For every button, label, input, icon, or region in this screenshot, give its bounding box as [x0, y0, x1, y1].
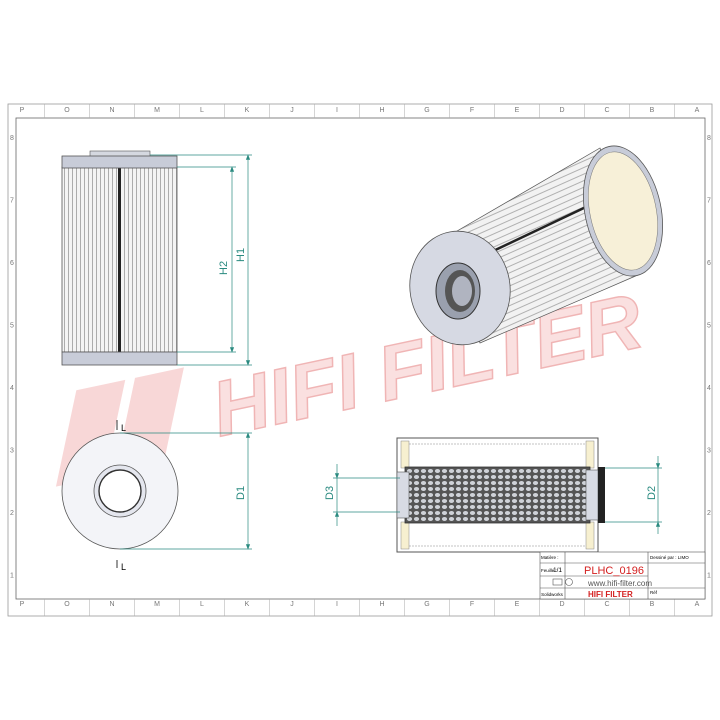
- row-label: 6: [707, 260, 711, 267]
- column-label: F: [470, 107, 474, 114]
- row-label: 2: [10, 510, 14, 517]
- column-label: G: [424, 601, 429, 608]
- brand-name: HIFI FILTER: [588, 590, 633, 599]
- dimension-label-h2: H2: [218, 261, 230, 275]
- section-mark-bottom: L: [121, 562, 126, 572]
- column-label: I: [336, 107, 338, 114]
- column-label: M: [154, 601, 160, 608]
- dimension-h1-h2: [150, 154, 252, 366]
- ref-label: Réf: [650, 590, 658, 595]
- column-label: O: [64, 601, 70, 608]
- row-label: 3: [707, 448, 711, 455]
- column-label: I: [336, 601, 338, 608]
- part-number: PLHC_0196: [584, 565, 644, 577]
- column-label: G: [424, 107, 429, 114]
- feuille-label: Feuille :: [541, 568, 557, 573]
- column-label: J: [290, 601, 294, 608]
- designed-by: Dessiné par : LIMO: [650, 555, 689, 560]
- row-label: 1: [707, 573, 711, 580]
- row-label: 2: [707, 510, 711, 517]
- dimension-label-d2: D2: [646, 486, 658, 500]
- isometric-view: [409, 145, 664, 346]
- column-label: M: [154, 107, 160, 114]
- column-label: K: [245, 601, 250, 608]
- column-label: P: [20, 107, 25, 114]
- front-view: [61, 150, 178, 366]
- dimension-d1: [120, 432, 252, 550]
- row-label: 4: [10, 385, 14, 392]
- row-label: 4: [707, 385, 711, 392]
- section-mark-top: L: [121, 423, 126, 433]
- dimension-label-h1: H1: [235, 248, 247, 262]
- row-labels: 8 8 7 7 6 6 5 5 4 4 3 3 2 2 1 1: [10, 135, 711, 580]
- row-label: 7: [10, 198, 14, 205]
- dimension-label-d3: D3: [324, 486, 336, 500]
- column-label: D: [559, 107, 564, 114]
- row-label: 6: [10, 260, 14, 267]
- column-label: D: [559, 601, 564, 608]
- row-label: 8: [707, 135, 711, 142]
- column-label: K: [245, 107, 250, 114]
- row-label: 5: [10, 323, 14, 330]
- column-label: E: [515, 601, 520, 608]
- section-view: [396, 437, 605, 553]
- column-label: F: [470, 601, 474, 608]
- website: www.hifi-filter.com: [587, 579, 652, 588]
- column-label: P: [20, 601, 25, 608]
- column-label: O: [64, 107, 70, 114]
- dimension-d2-d3: [333, 456, 662, 534]
- row-label: 1: [10, 573, 14, 580]
- column-label: B: [650, 107, 655, 114]
- column-label: C: [604, 601, 609, 608]
- row-label: 7: [707, 198, 711, 205]
- column-label: C: [604, 107, 609, 114]
- software-label: Solidworks: [541, 592, 564, 597]
- column-label: H: [379, 601, 384, 608]
- row-label: 8: [10, 135, 14, 142]
- column-label: A: [695, 601, 700, 608]
- column-label: L: [200, 107, 204, 114]
- column-label: H: [379, 107, 384, 114]
- title-block: [539, 551, 706, 600]
- feuille-value: 1/1: [553, 567, 562, 574]
- row-label: 3: [10, 448, 14, 455]
- row-label: 5: [707, 323, 711, 330]
- dimension-label-d1: D1: [235, 486, 247, 500]
- end-view: [61, 420, 179, 568]
- column-labels: P P O O N N M M L L K K J J I I H H G G F F E E D D C C B B A A: [20, 104, 700, 616]
- sheet-frame: [7, 103, 713, 617]
- column-label: N: [109, 601, 114, 608]
- column-label: E: [515, 107, 520, 114]
- column-label: L: [200, 601, 204, 608]
- column-label: J: [290, 107, 294, 114]
- column-label: B: [650, 601, 655, 608]
- column-label: N: [109, 107, 114, 114]
- column-label: A: [695, 107, 700, 114]
- matiere-label: Matière :: [541, 555, 559, 560]
